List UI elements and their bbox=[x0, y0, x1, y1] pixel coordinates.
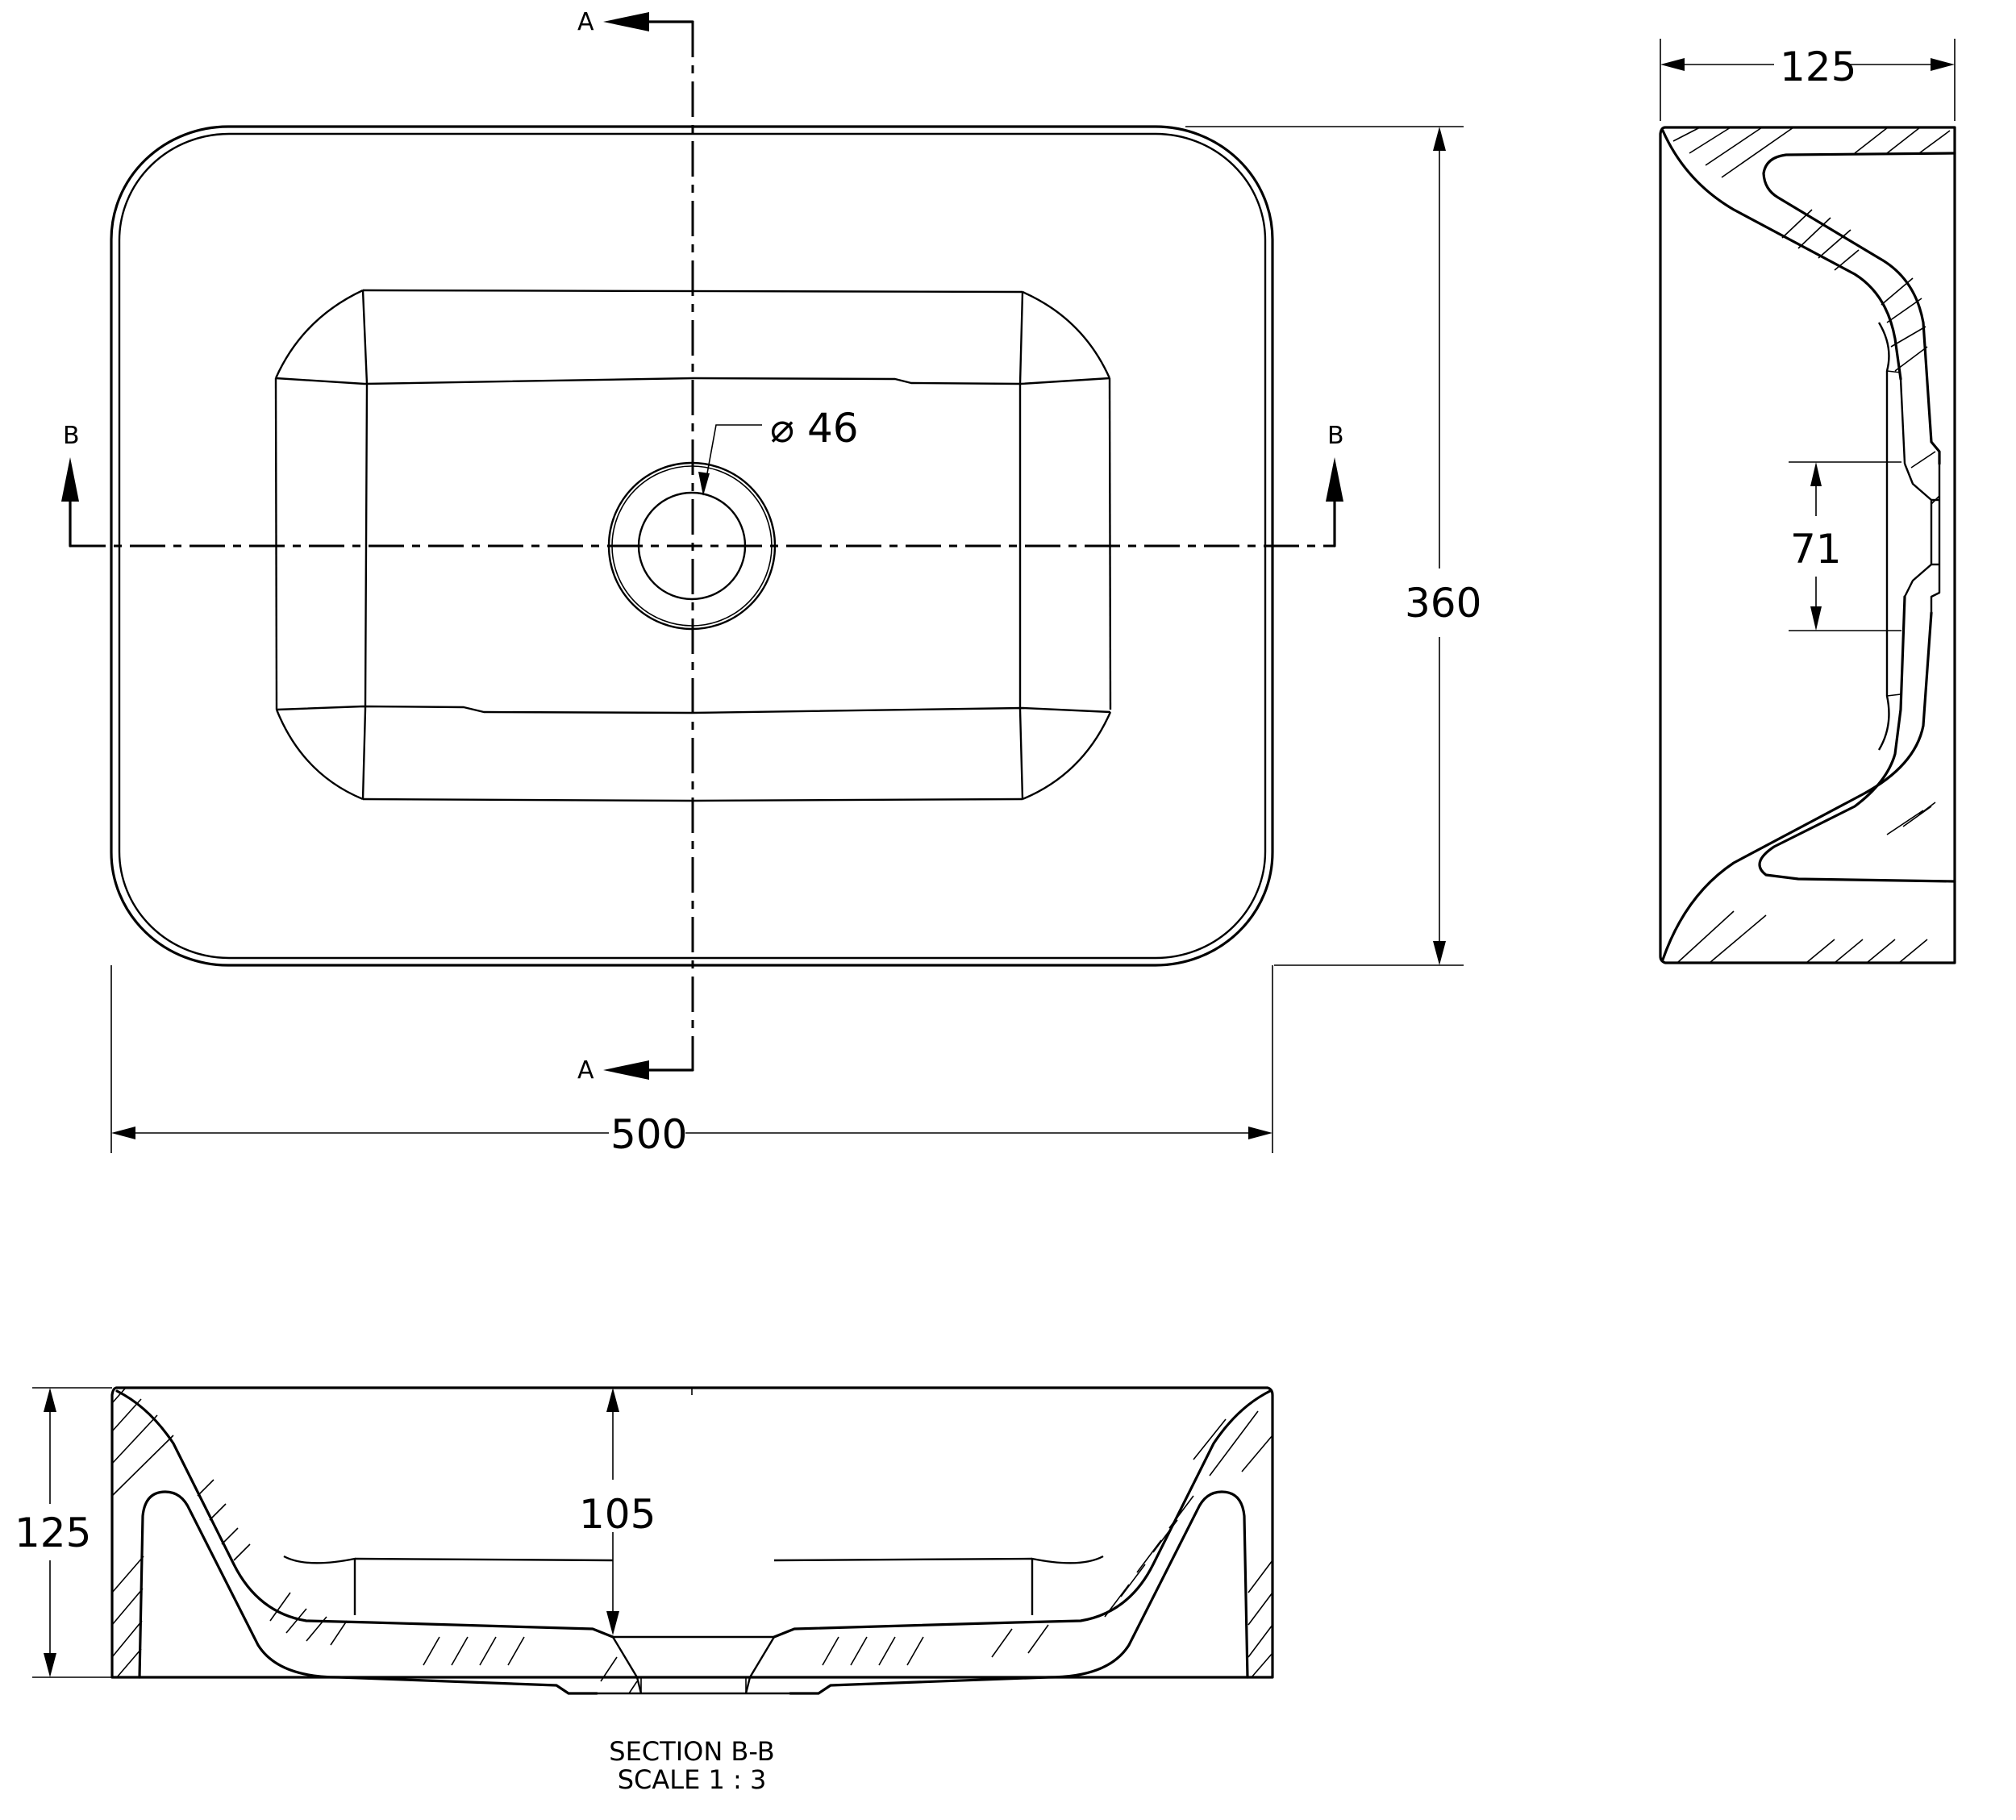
width-dimension: 500 bbox=[110, 965, 1273, 1158]
front-section-view: 125 105 SECTION B-B SCALE 1 : 3 bbox=[15, 1386, 1274, 1795]
inner-depth-value: 105 bbox=[579, 1491, 656, 1538]
section-label-b-right: B bbox=[1327, 422, 1344, 450]
drain-diameter-label: ⌀ 46 bbox=[770, 405, 859, 452]
front-section-right-wall bbox=[773, 1389, 1272, 1695]
bowl-outline bbox=[274, 289, 1112, 802]
width-dimension-value: 500 bbox=[610, 1111, 687, 1158]
side-height-dimension: 125 bbox=[1660, 39, 1956, 121]
side-section-hatch bbox=[1672, 127, 1951, 964]
section-label-b-left: B bbox=[63, 422, 80, 450]
side-section-view: 125 71 bbox=[1659, 39, 1956, 964]
drain-diameter-callout: ⌀ 46 bbox=[698, 405, 859, 496]
section-marker-a-bottom: A bbox=[577, 1056, 694, 1085]
section-title: SECTION B-B bbox=[609, 1736, 774, 1767]
section-marker-b-left: B bbox=[61, 422, 80, 548]
inner-depth-dimension: 105 bbox=[579, 1388, 656, 1635]
front-section-hatch bbox=[111, 1388, 1273, 1694]
section-scale: SCALE 1 : 3 bbox=[618, 1764, 767, 1795]
plan-view: A A B B ⌀ 46 bbox=[61, 8, 1481, 1158]
front-section-left-wall bbox=[115, 1389, 614, 1695]
drain-offset-dimension: 71 bbox=[1789, 461, 1901, 631]
drain-offset-value: 71 bbox=[1790, 526, 1842, 573]
section-label-a-top: A bbox=[577, 8, 594, 36]
section-marker-b-right: B bbox=[1326, 422, 1344, 548]
front-height-dimension: 125 bbox=[15, 1387, 112, 1678]
depth-dimension-value: 360 bbox=[1405, 580, 1481, 627]
section-marker-a-top: A bbox=[577, 8, 694, 36]
section-label-a-bottom: A bbox=[577, 1056, 594, 1085]
depth-dimension: 360 bbox=[1185, 126, 1481, 966]
side-section-wall bbox=[1661, 129, 1956, 961]
front-section-drain bbox=[597, 1635, 790, 1695]
front-height-value: 125 bbox=[15, 1510, 91, 1556]
side-height-value: 125 bbox=[1780, 44, 1856, 90]
